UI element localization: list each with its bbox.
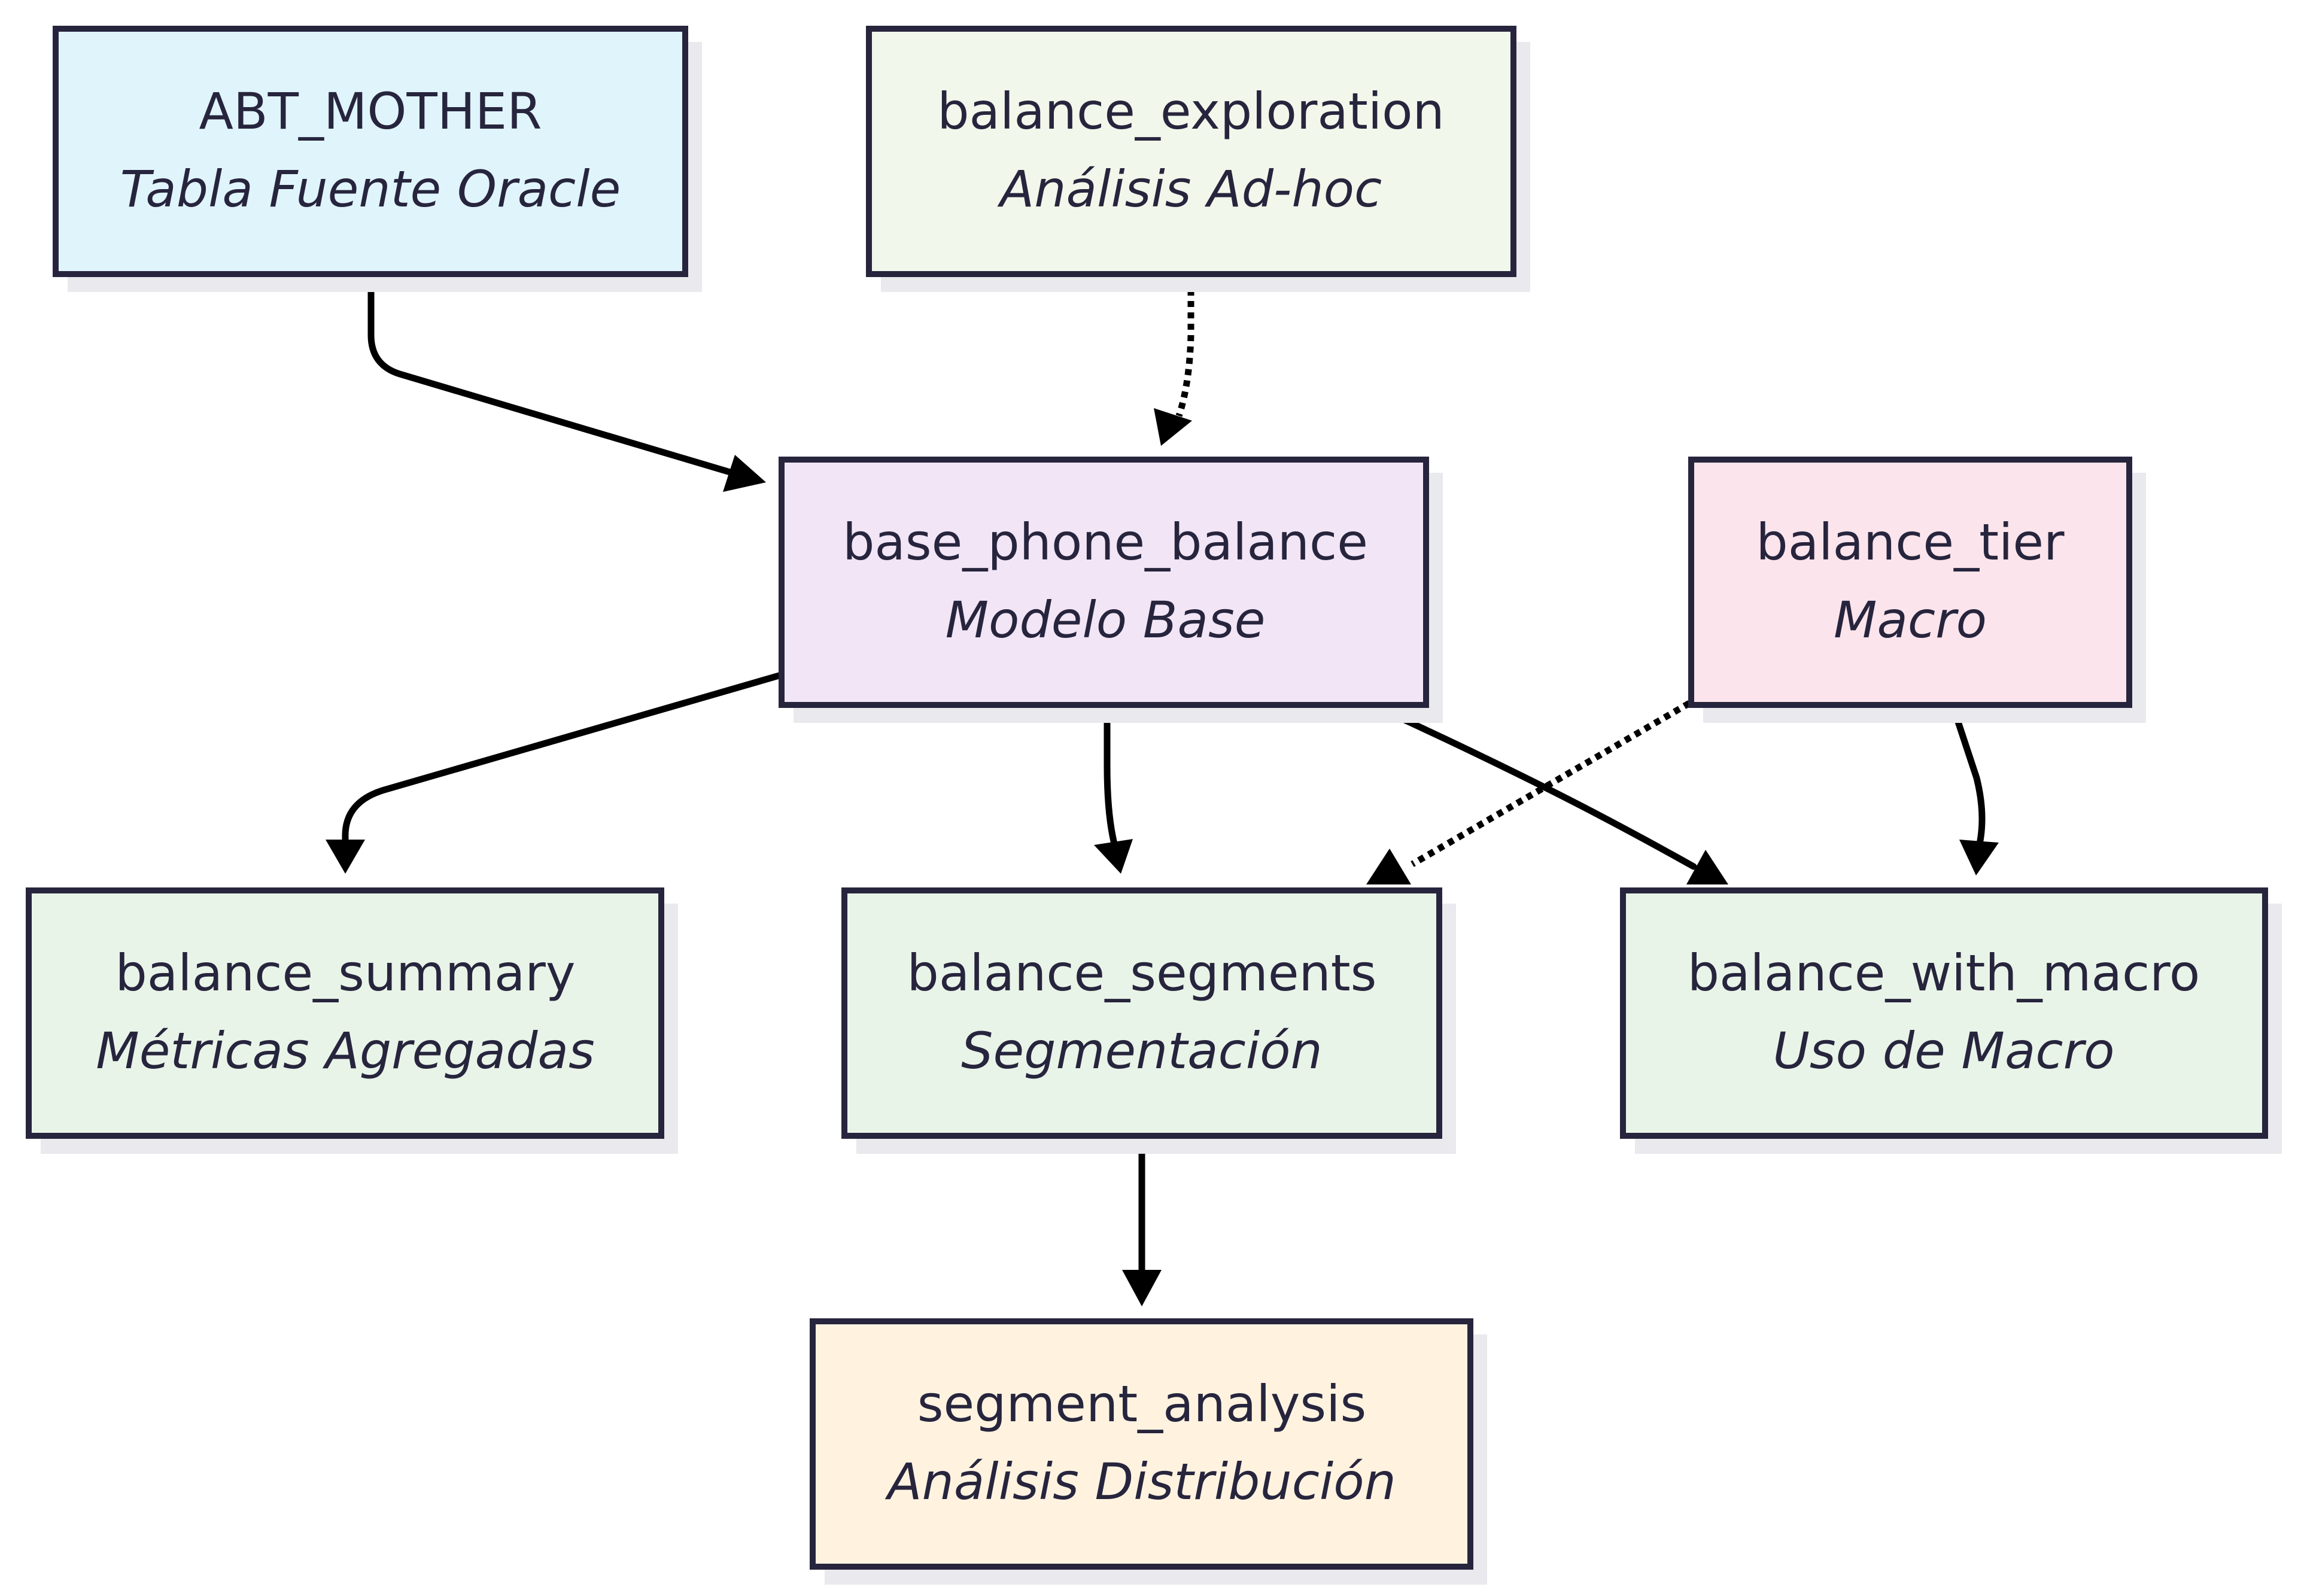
node-title: segment_analysis: [917, 1375, 1367, 1433]
node-base-phone-balance[interactable]: base_phone_balance Modelo Base: [779, 457, 1443, 723]
node-balance-exploration[interactable]: balance_exploration Análisis Ad-hoc: [866, 26, 1530, 292]
node-title: base_phone_balance: [843, 513, 1368, 571]
edge-balance-tier-to-balance-segments: [1366, 700, 1691, 884]
node-title: balance_segments: [907, 944, 1377, 1002]
node-abt-mother[interactable]: ABT_MOTHER Tabla Fuente Oracle: [53, 26, 702, 292]
node-title: balance_with_macro: [1688, 944, 2200, 1002]
node-box: [53, 26, 688, 277]
edge-balance-segments-to-segment-analysis: [1122, 1133, 1162, 1306]
node-balance-summary[interactable]: balance_summary Métricas Agregadas: [26, 887, 678, 1154]
node-subtitle: Modelo Base: [946, 591, 1266, 649]
node-box: [1620, 887, 2268, 1139]
edges: [326, 275, 1999, 1306]
node-box: [26, 887, 664, 1139]
node-box: [1688, 457, 2132, 708]
node-box: [810, 1318, 1473, 1570]
edge-base-phone-balance-to-balance-summary: [326, 671, 785, 874]
node-subtitle: Macro: [1834, 591, 1987, 649]
node-balance-tier[interactable]: balance_tier Macro: [1688, 457, 2146, 723]
node-box: [866, 26, 1516, 277]
edge-balance-tier-to-balance-with-macro: [1950, 706, 1999, 875]
node-balance-segments[interactable]: balance_segments Segmentación: [841, 887, 1456, 1154]
edge-abt-mother-to-base-phone-balance: [367, 275, 766, 492]
node-subtitle: Análisis Distribución: [884, 1452, 1396, 1511]
edge-base-phone-balance-to-balance-with-macro: [1378, 706, 1728, 884]
node-title: ABT_MOTHER: [199, 82, 542, 141]
node-subtitle: Uso de Macro: [1773, 1022, 2114, 1080]
node-box: [779, 457, 1429, 708]
node-title: balance_tier: [1756, 513, 2065, 571]
node-subtitle: Análisis Ad-hoc: [997, 160, 1382, 218]
node-subtitle: Segmentación: [961, 1022, 1323, 1080]
node-balance-with-macro[interactable]: balance_with_macro Uso de Macro: [1620, 887, 2282, 1154]
node-title: balance_exploration: [937, 82, 1445, 141]
edge-base-phone-balance-to-balance-segments: [1094, 706, 1133, 874]
node-subtitle: Tabla Fuente Oracle: [120, 160, 621, 218]
node-segment-analysis[interactable]: segment_analysis Análisis Distribución: [810, 1318, 1487, 1585]
edge-balance-exploration-to-base-phone-balance: [1154, 278, 1194, 446]
node-subtitle: Métricas Agregadas: [96, 1022, 594, 1080]
node-box: [841, 887, 1442, 1139]
node-title: balance_summary: [115, 944, 575, 1002]
